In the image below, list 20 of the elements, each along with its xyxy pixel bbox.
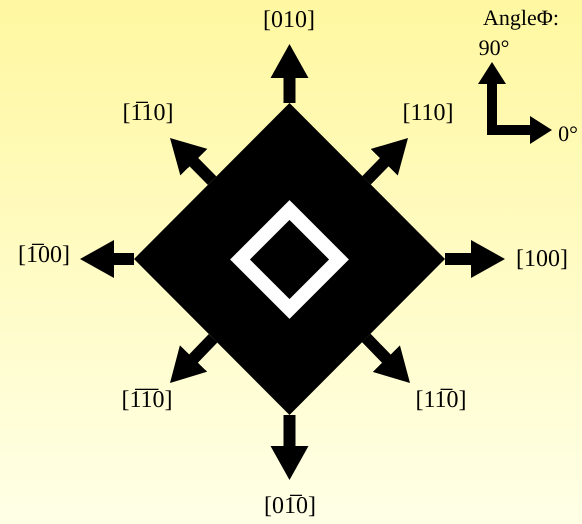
- arrow: [170, 334, 218, 383]
- angle-value: 0°: [558, 123, 578, 145]
- arrow: [170, 138, 216, 185]
- direction-label: [1̅10]: [122, 101, 174, 125]
- inner-diamond-outline: [232, 202, 347, 317]
- angle-value: 90°: [478, 37, 510, 59]
- direction-label: [01̅0]: [264, 494, 316, 518]
- arrow: [270, 415, 308, 480]
- direction-label: [1̅00]: [18, 243, 70, 267]
- arrow: [445, 240, 505, 278]
- arrow: [270, 44, 308, 103]
- arrow: [362, 138, 408, 184]
- angle-caption: AngleΦ:: [483, 7, 559, 29]
- direction-label: [100]: [516, 247, 568, 271]
- direction-label: [1̅1̅0]: [121, 388, 173, 412]
- direction-label: [110]: [402, 101, 454, 125]
- direction-label: [11̅0]: [415, 388, 467, 412]
- direction-label: [010]: [263, 8, 315, 32]
- arrow: [80, 240, 134, 278]
- arrow: [362, 334, 410, 383]
